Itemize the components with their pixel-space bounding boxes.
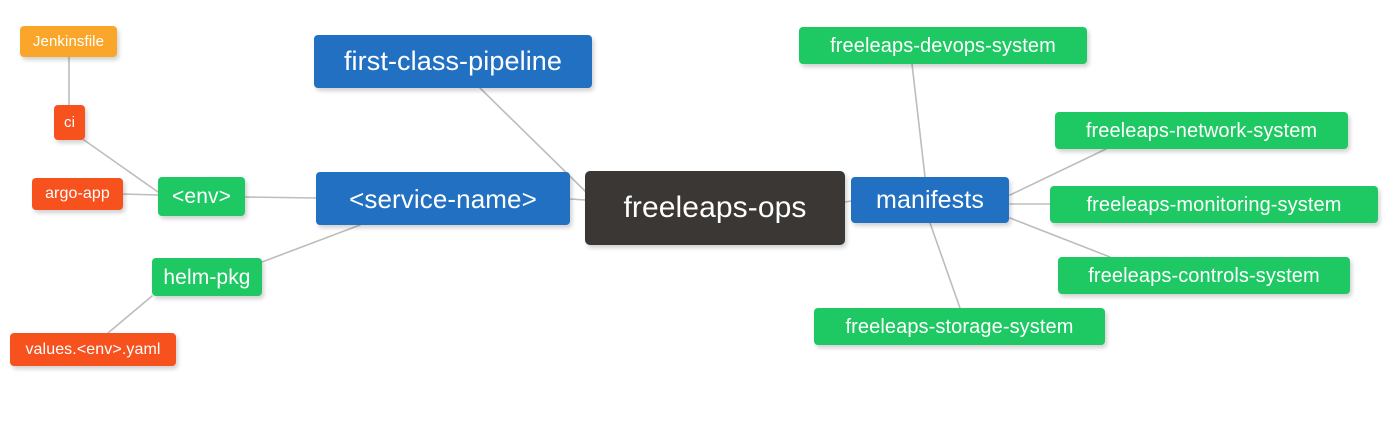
node-label-service-name: <service-name>: [349, 183, 537, 214]
node-freeleaps-storage-system[interactable]: freeleaps-storage-system: [814, 308, 1105, 345]
node-label-freeleaps-monitoring-system: freeleaps-monitoring-system: [1086, 193, 1342, 216]
node-freeleaps-devops-system[interactable]: freeleaps-devops-system: [799, 27, 1087, 64]
node-service-name[interactable]: <service-name>: [316, 172, 570, 225]
node-label-helm-pkg: helm-pkg: [163, 265, 251, 289]
edge-manifests-to-freeleaps-controls-system: [1009, 217, 1111, 258]
node-ci[interactable]: ci: [54, 105, 85, 140]
node-values-yaml[interactable]: values.<env>.yaml: [10, 333, 176, 366]
edge-service-name-to-helm-pkg: [261, 224, 361, 263]
node-argo-app[interactable]: argo-app: [32, 178, 123, 210]
edge-manifests-to-freeleaps-storage-system: [929, 222, 961, 309]
node-label-argo-app: argo-app: [45, 185, 110, 202]
node-freeleaps-ops[interactable]: freeleaps-ops: [585, 171, 845, 245]
node-label-first-class-pipeline: first-class-pipeline: [343, 46, 563, 76]
edge-freeleaps-ops-to-service-name: [569, 198, 586, 201]
node-label-freeleaps-devops-system: freeleaps-devops-system: [830, 34, 1056, 57]
node-freeleaps-network-system[interactable]: freeleaps-network-system: [1055, 112, 1348, 149]
node-freeleaps-monitoring-system[interactable]: freeleaps-monitoring-system: [1050, 186, 1378, 223]
edge-service-name-to-env: [244, 196, 317, 199]
edge-env-to-argo-app: [122, 193, 159, 196]
node-label-freeleaps-network-system: freeleaps-network-system: [1085, 119, 1318, 142]
node-label-freeleaps-storage-system: freeleaps-storage-system: [845, 315, 1074, 338]
node-label-freeleaps-controls-system: freeleaps-controls-system: [1088, 264, 1320, 287]
node-helm-pkg[interactable]: helm-pkg: [152, 258, 262, 296]
node-label-values-yaml: values.<env>.yaml: [25, 340, 161, 358]
edge-manifests-to-freeleaps-devops-system: [911, 63, 926, 178]
node-label-manifests: manifests: [876, 185, 984, 214]
node-label-ci: ci: [63, 114, 76, 131]
node-first-class-pipeline[interactable]: first-class-pipeline: [314, 35, 592, 88]
node-label-freeleaps-ops: freeleaps-ops: [623, 191, 807, 224]
edge-helm-pkg-to-values-yaml: [107, 295, 153, 334]
node-label-env: <env>: [172, 185, 231, 208]
node-freeleaps-controls-system[interactable]: freeleaps-controls-system: [1058, 257, 1350, 294]
node-label-jenkinsfile: Jenkinsfile: [32, 33, 105, 50]
node-jenkinsfile[interactable]: Jenkinsfile: [20, 26, 117, 57]
node-manifests[interactable]: manifests: [851, 177, 1009, 223]
node-env[interactable]: <env>: [158, 177, 245, 216]
